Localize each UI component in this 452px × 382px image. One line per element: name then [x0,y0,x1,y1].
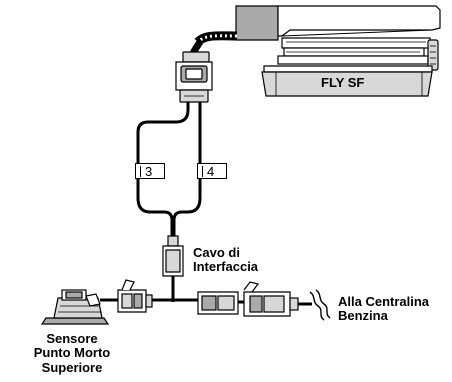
interface-cable-line1: Cavo di [193,245,240,260]
device-body [277,5,441,37]
interface-plug [162,235,184,296]
sensor-line3: Superiore [41,359,103,375]
interface-cable-label: Cavo di Interfaccia [193,245,259,275]
sensor-connector [117,279,153,313]
ecu-line2: Benzina [338,308,388,324]
wire-3-tag: 3 [135,163,165,179]
sensor-label: Sensore Punto Morto Superiore [10,331,134,375]
ecu-label: Alla Centralina Benzina [338,294,430,324]
sensor-line1: Sensore [46,331,98,346]
wire-4-tag: 4 [197,163,227,179]
device-base-plate [263,65,433,73]
upper-connector [175,51,213,103]
wire-3-label: 3 [145,164,153,179]
sensor-line2: Punto Morto [33,345,111,361]
wire-4 [172,102,202,236]
mid-connector [197,281,299,317]
device-cable-entry [235,5,279,41]
device-side-knob [427,39,439,71]
device-label: FLY SF [321,75,365,90]
fly-sf-device [235,5,441,97]
break-symbol [309,289,331,321]
ecu-line1: Alla Centralina [338,294,430,309]
interface-cable-line2: Interfaccia [193,259,259,275]
sensor-body [40,289,118,325]
wire-4-label: 4 [207,164,215,179]
